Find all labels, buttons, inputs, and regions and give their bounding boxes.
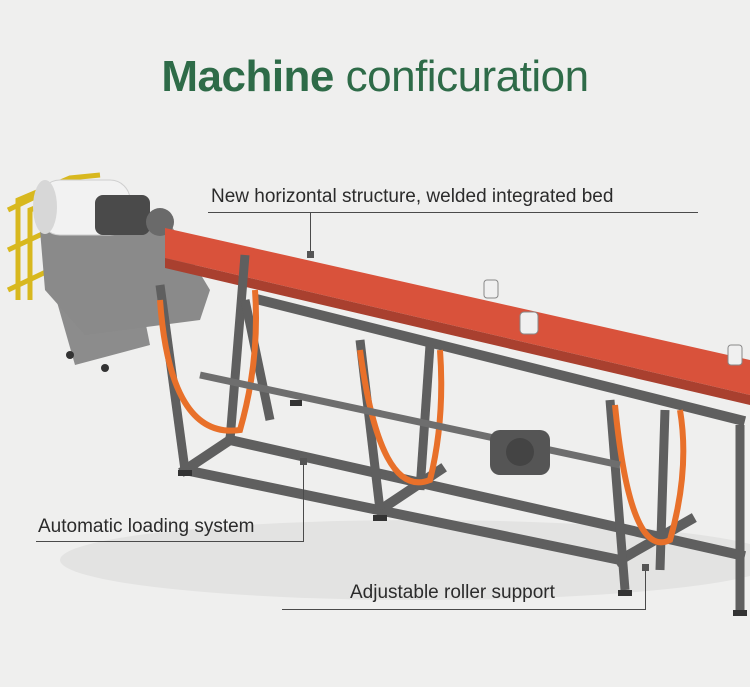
callout-loading: Automatic loading system — [38, 516, 255, 537]
callout-roller-leader — [645, 568, 646, 610]
title-rest: conficuration — [345, 52, 589, 101]
spindle-motor — [33, 179, 174, 236]
callout-bed-rule — [208, 212, 698, 213]
feet — [178, 400, 747, 616]
callout-loading-leader — [303, 462, 304, 542]
callout-loading-rule — [36, 541, 304, 542]
callout-roller: Adjustable roller support — [350, 582, 555, 603]
callout-bed-leader — [310, 212, 311, 252]
floor-shadow — [60, 520, 750, 600]
callout-roller-dot — [642, 564, 649, 571]
callout-bed-dot — [307, 251, 314, 258]
conveyor-belts — [157, 289, 687, 546]
roller-heads — [483, 279, 743, 366]
callout-roller-rule — [282, 609, 646, 610]
page-title: Machine conficuration — [0, 52, 750, 102]
callout-bed: New horizontal structure, welded integra… — [211, 186, 614, 207]
bed-rail — [165, 228, 750, 395]
gear-motor — [490, 430, 550, 475]
title-bold: Machine — [161, 52, 334, 101]
callout-loading-dot — [300, 458, 307, 465]
